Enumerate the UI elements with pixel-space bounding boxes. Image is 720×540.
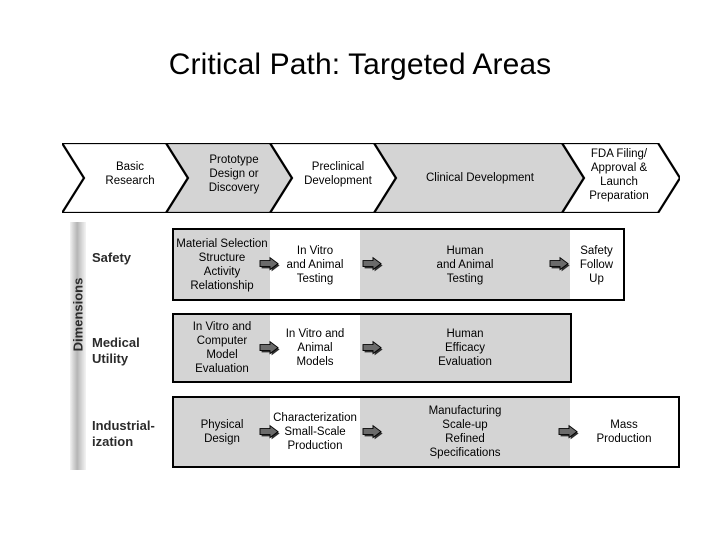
row-shade-segment [360,230,570,299]
chevron-stage-1 [62,143,190,213]
flow-arrow-icon [259,424,281,440]
flow-arrow-icon [558,424,580,440]
flow-arrow-icon [362,256,384,272]
chevron-stage-2 [164,143,294,213]
dimensions-axis-bar: Dimensions [70,222,86,470]
chevron-stage-4 [372,143,586,213]
page-title: Critical Path: Targeted Areas [168,48,552,81]
flow-arrow-icon [362,424,384,440]
row-label-industrialization: Industrial-ization [92,418,155,449]
flow-arrow-icon [259,340,281,356]
row-shade-segment [360,315,570,381]
row-shade-segment [174,398,270,466]
row-shade-segment [174,315,270,381]
banner-chevrons [62,143,680,213]
chevron-stage-5 [560,143,680,213]
row-shade-segment [360,398,570,466]
flow-arrow-icon [259,256,281,272]
dimensions-axis-label: Dimensions [70,277,86,352]
flow-arrow-icon [549,256,571,272]
chevron-stage-3 [268,143,398,213]
row-shade-segment [174,230,270,299]
flow-arrow-icon [362,340,384,356]
row-label-safety: Safety [92,250,132,265]
